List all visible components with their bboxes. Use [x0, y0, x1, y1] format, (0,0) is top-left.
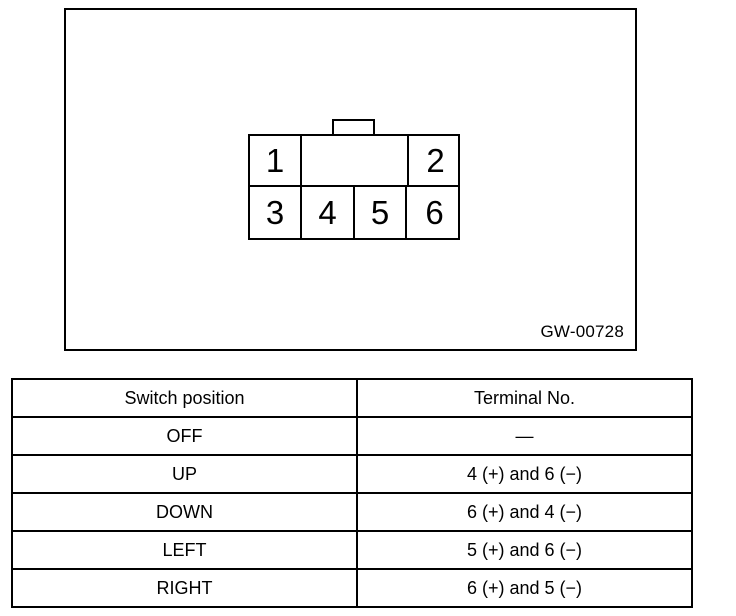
cell-terminal-no: — [356, 416, 693, 456]
connector-pin-6: 6 [425, 194, 444, 231]
table-header-row: Switch position Terminal No. [11, 378, 693, 418]
terminal-reference-table: Switch position Terminal No. OFF — UP 4 … [11, 378, 693, 608]
connector-row-bottom: 3 4 5 6 [250, 187, 458, 238]
cell-switch-position: LEFT [11, 530, 358, 570]
connector-pin-blank [302, 136, 407, 185]
cell-terminal-no: 6 (+) and 5 (−) [356, 568, 693, 608]
table-row: RIGHT 6 (+) and 5 (−) [11, 568, 693, 608]
connector-pin-4: 4 [302, 187, 355, 238]
table-row: DOWN 6 (+) and 4 (−) [11, 492, 693, 532]
cell-switch-position: UP [11, 454, 358, 494]
cell-switch-position: DOWN [11, 492, 358, 532]
cell-terminal-no: 6 (+) and 4 (−) [356, 492, 693, 532]
figure-reference-code: GW-00728 [540, 322, 624, 341]
connector-diagram-panel: 1 2 3 4 5 6 GW-00728 [64, 8, 637, 351]
connector-latch-tab-icon [332, 119, 375, 136]
connector-illustration: 1 2 3 4 5 6 [248, 119, 460, 240]
connector-body: 1 2 3 4 5 6 [248, 134, 460, 240]
table-row: LEFT 5 (+) and 6 (−) [11, 530, 693, 570]
cell-switch-position: RIGHT [11, 568, 358, 608]
header-switch-position: Switch position [11, 378, 358, 418]
connector-pin-5: 5 [355, 187, 407, 238]
cell-terminal-no: 5 (+) and 6 (−) [356, 530, 693, 570]
table-row: UP 4 (+) and 6 (−) [11, 454, 693, 494]
connector-pin-2: 2 [407, 136, 462, 185]
connector-row-top: 1 2 [250, 136, 458, 187]
table-row: OFF — [11, 416, 693, 456]
connector-pin-3: 3 [250, 187, 302, 238]
cell-terminal-no: 4 (+) and 6 (−) [356, 454, 693, 494]
header-terminal-no: Terminal No. [356, 378, 693, 418]
cell-switch-position: OFF [11, 416, 358, 456]
connector-pin-1: 1 [250, 136, 302, 185]
